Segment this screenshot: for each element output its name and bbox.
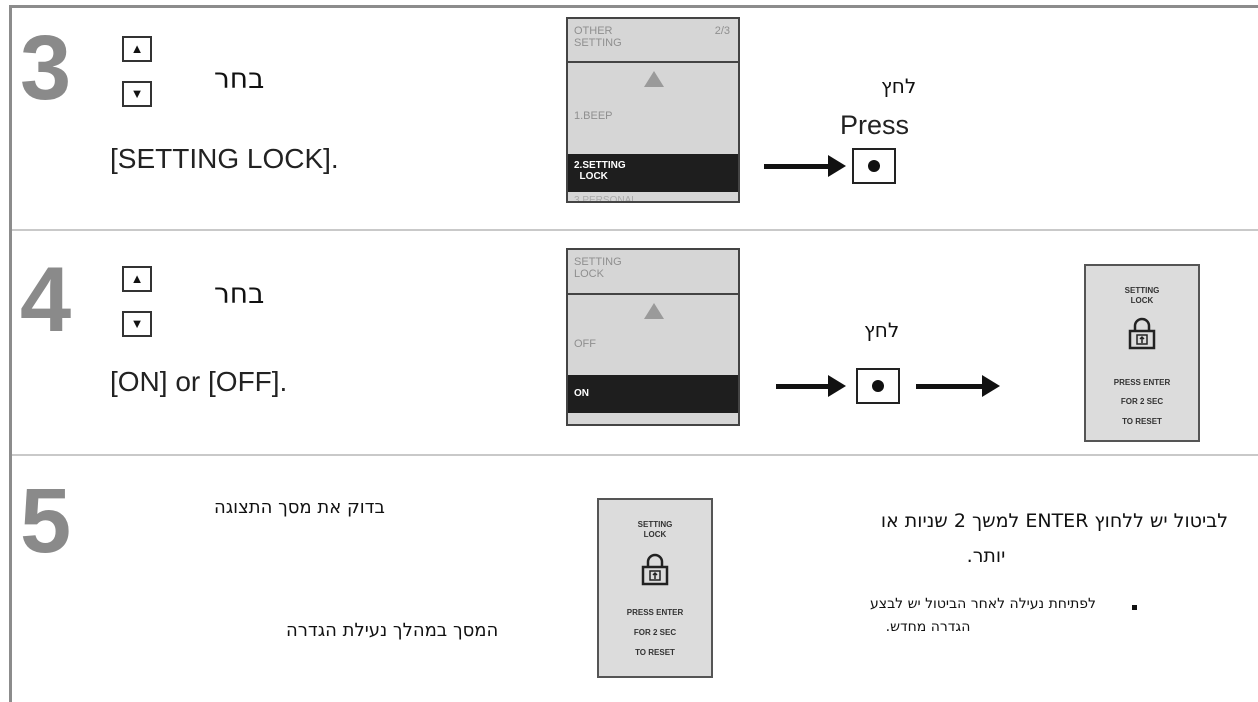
- enter-dot-icon: [872, 380, 884, 392]
- menu-divider: [568, 293, 738, 295]
- menu-item-selected: ON: [568, 375, 738, 413]
- down-arrow-icon: ▼: [122, 311, 152, 337]
- enter-button: [856, 368, 900, 404]
- lock-display-line: TO RESET: [1122, 417, 1162, 426]
- right-arrow-icon: [776, 375, 846, 397]
- enter-dot-icon: [868, 160, 880, 172]
- up-arrow-icon: ▲: [122, 36, 152, 62]
- bullet-text-line: לפתיחת נעילה לאחר הביטול יש לבצע: [870, 596, 1096, 612]
- select-label: בחר: [214, 277, 265, 310]
- menu-header: SETTING LOCK: [574, 256, 622, 280]
- lock-display: SETTING LOCK PRESS ENTER FOR 2 SEC TO RE…: [1084, 264, 1200, 442]
- press-label-hebrew: לחץ: [864, 318, 900, 342]
- step-number: 4: [20, 249, 72, 351]
- bullet-text-line: הגדרה מחדש.: [885, 619, 971, 635]
- press-label-hebrew: לחץ: [881, 74, 917, 98]
- lcd-menu: OTHER SETTING 2/3 1.BEEP 2.SETTING LOCK …: [566, 17, 740, 203]
- triangle-up-icon: [644, 303, 664, 319]
- select-label: בחר: [214, 62, 265, 95]
- cancel-instruction-line: לביטול יש ללחוץ ENTER למשך 2 שניות או: [880, 510, 1228, 532]
- step-number: 3: [20, 17, 72, 119]
- lock-display-line: TO RESET: [635, 648, 675, 657]
- option-text: [ON] or [OFF].: [110, 366, 288, 397]
- press-label: Press: [840, 110, 910, 140]
- lock-icon: [641, 553, 669, 586]
- check-display-text: בדוק את מסך התצוגה: [214, 497, 385, 518]
- screen-caption: המסך במהלך נעילת הגדרה: [286, 620, 499, 641]
- menu-item: 1.BEEP: [574, 110, 613, 122]
- lock-icon: [1128, 317, 1156, 350]
- menu-item: OFF: [574, 338, 596, 350]
- enter-button: [852, 148, 896, 184]
- lock-display-line: FOR 2 SEC: [1120, 397, 1164, 406]
- up-arrow-icon: ▲: [122, 266, 152, 292]
- down-arrow-icon: ▼: [122, 81, 152, 107]
- menu-item-cut: 3.PERSONAL: [574, 195, 637, 203]
- frame-top-border: [9, 5, 1258, 8]
- bullet-icon: [1132, 605, 1137, 610]
- step-separator: [12, 454, 1258, 456]
- lock-display-title: SETTING LOCK: [637, 520, 673, 539]
- menu-divider: [568, 61, 738, 63]
- cancel-instruction-line: יותר.: [966, 545, 1006, 567]
- lock-display-line: PRESS ENTER: [1113, 378, 1171, 387]
- right-arrow-icon: [764, 155, 846, 177]
- lock-display-title: SETTING LOCK: [1124, 286, 1160, 305]
- step-separator: [12, 229, 1258, 231]
- option-text: [SETTING LOCK].: [110, 143, 339, 174]
- menu-item-selected: 2.SETTING LOCK: [568, 154, 738, 192]
- menu-header: OTHER SETTING: [574, 25, 622, 49]
- frame-left-border: [9, 5, 12, 702]
- lock-display: SETTING LOCK PRESS ENTER FOR 2 SEC TO RE…: [597, 498, 713, 678]
- step-number: 5: [20, 470, 72, 572]
- lock-display-line: FOR 2 SEC: [633, 628, 677, 637]
- right-arrow-icon: [916, 375, 1000, 397]
- lcd-menu: SETTING LOCK OFF ON: [566, 248, 740, 426]
- menu-page-indicator: 2/3: [714, 25, 730, 37]
- lock-display-line: PRESS ENTER: [626, 608, 684, 617]
- triangle-up-icon: [644, 71, 664, 87]
